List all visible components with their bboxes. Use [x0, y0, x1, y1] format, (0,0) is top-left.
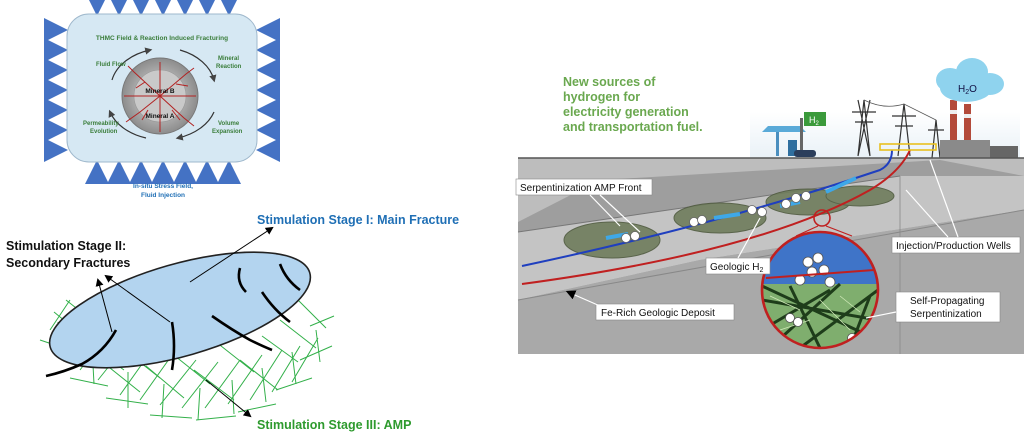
- volume-expansion-label-1: Volume: [218, 121, 240, 127]
- stage-pointers: [95, 226, 274, 418]
- mineral-reaction-label-2: Reaction: [216, 64, 242, 70]
- stress-label-2: Fluid Injection: [141, 192, 185, 199]
- h2-sign: [804, 112, 826, 126]
- wells-label-box: [891, 236, 1021, 254]
- h2-bubbles: [621, 191, 811, 243]
- power-towers: [852, 99, 944, 159]
- front-label-box: [515, 178, 653, 196]
- wells-label: Injection/Production Wells: [896, 241, 1011, 252]
- h2-sign-sub: 2: [816, 121, 820, 127]
- zoom-source: [813, 209, 831, 227]
- permeability-label-1: Permeability: [83, 121, 119, 127]
- serp-label-line2: Serpentinization: [910, 309, 982, 320]
- thmc-title: THMC Field & Reaction Induced Fracturing: [96, 35, 228, 42]
- surface-scene: H2: [750, 58, 1020, 159]
- mineral-reaction-label-1: Mineral: [218, 56, 239, 62]
- cycle-arrows: [108, 47, 217, 141]
- stress-arrows-left: [44, 18, 68, 162]
- hydrogen-panel: New sources of hydrogen for electricity …: [515, 58, 1024, 354]
- h2o-text: H: [958, 84, 965, 95]
- stage1-label: Stimulation Stage I: Main Fracture: [257, 213, 459, 227]
- secondary-fractures: [45, 263, 301, 378]
- stage2-label-line1: Stimulation Stage II:: [6, 239, 126, 253]
- headline-line-2: hydrogen for: [563, 90, 640, 104]
- serp-label-line1: Self-Propagating: [910, 296, 985, 307]
- deposit-label: Fe-Rich Geologic Deposit: [601, 308, 715, 319]
- fluid-flow-label: Fluid Flow: [96, 62, 126, 68]
- front-label: Serpentinization AMP Front: [520, 183, 642, 194]
- svg-text:H2: H2: [809, 115, 820, 127]
- h2o-sub: 2: [965, 89, 969, 96]
- permeability-label-2: Evolution: [90, 129, 118, 135]
- stress-arrows-right: [256, 18, 280, 162]
- stage3-label: Stimulation Stage III: AMP: [257, 418, 411, 432]
- headline-line-3: electricity generation: [563, 105, 689, 119]
- thmc-panel: THMC Field & Reaction Induced Fracturing…: [44, 0, 280, 199]
- mineral-a-label: Mineral A: [145, 113, 174, 120]
- headline-line-1: New sources of: [563, 75, 656, 89]
- mineral-b-label: Mineral B: [145, 88, 175, 95]
- h2o-cloud: [936, 58, 1004, 102]
- svg-text:Geologic H2: Geologic H2: [710, 262, 763, 274]
- stimulation-panel: Stimulation Stage I: Main Fracture Stimu…: [6, 213, 459, 432]
- label-boxes: Serpentinization AMP Front Injection/Pro…: [515, 159, 1021, 323]
- geologic-label: Geologic H: [710, 262, 759, 273]
- geologic-label-sub: 2: [759, 267, 763, 274]
- deposit-label-box: [595, 303, 735, 321]
- svg-text:H2O: H2O: [958, 84, 977, 96]
- h2o-end: O: [969, 84, 977, 95]
- main-fracture-ellipse: [48, 251, 312, 369]
- stress-label-1: In-situ Stress Field,: [133, 183, 193, 190]
- headline-line-4: and transportation fuel.: [563, 120, 703, 134]
- h2-sign-text: H: [809, 115, 816, 125]
- headline: New sources of hydrogen for electricity …: [563, 75, 703, 134]
- stage2-label-line2: Secondary Fractures: [6, 256, 130, 270]
- stress-arrows-bottom: [85, 160, 241, 184]
- serp-label-box: [895, 291, 1001, 323]
- stress-arrows-top: [85, 0, 241, 16]
- h2-station: H2: [762, 112, 826, 157]
- mineral-rock: [121, 57, 199, 135]
- factory: [940, 100, 1018, 158]
- zoom-circle: [760, 230, 880, 350]
- volume-expansion-label-2: Expansion: [212, 129, 243, 135]
